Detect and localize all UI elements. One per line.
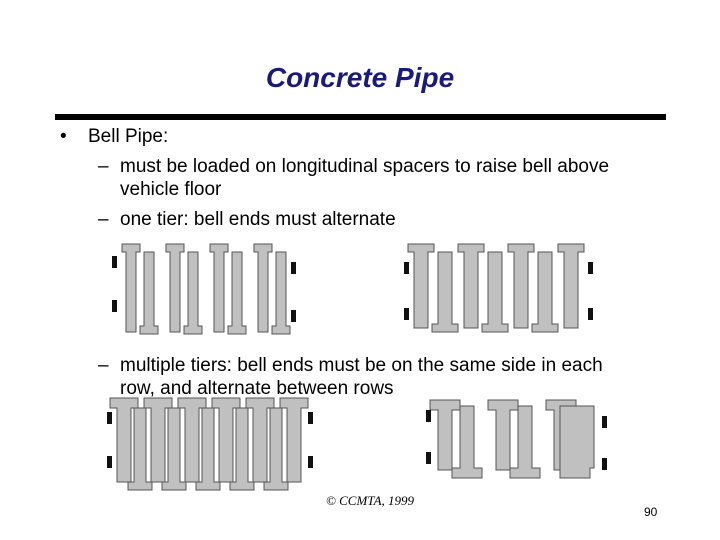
bullet-marker: • [60,126,67,147]
copyright-footer: © CCMTA, 1999 [326,493,415,508]
figure-one-tier-alternating-left [112,243,296,335]
figure-multi-tier-left [107,397,313,491]
figure-multi-tier-right [426,399,607,479]
bullet-bell-pipe: Bell Pipe: [88,126,169,147]
sub-item-one-tier: one tier: bell ends must alternate [120,209,396,230]
dash-marker-1: – [98,156,109,177]
dash-marker-3: – [98,355,109,376]
sub-item-multi-tier-line1: multiple tiers: bell ends must be on the… [120,355,603,376]
sub-item-multi-tier-line2: row, and alternate between rows [120,378,394,399]
dash-marker-2: – [98,209,109,230]
title-divider [55,114,666,120]
figure-one-tier-alternating-right [404,243,593,333]
sub-item-spacers-line1: must be loaded on longitudinal spacers t… [120,156,610,177]
sub-item-spacers-line2: vehicle floor [120,179,222,200]
slide-title: Concrete Pipe [265,62,455,93]
page-number: 90 [644,505,658,519]
